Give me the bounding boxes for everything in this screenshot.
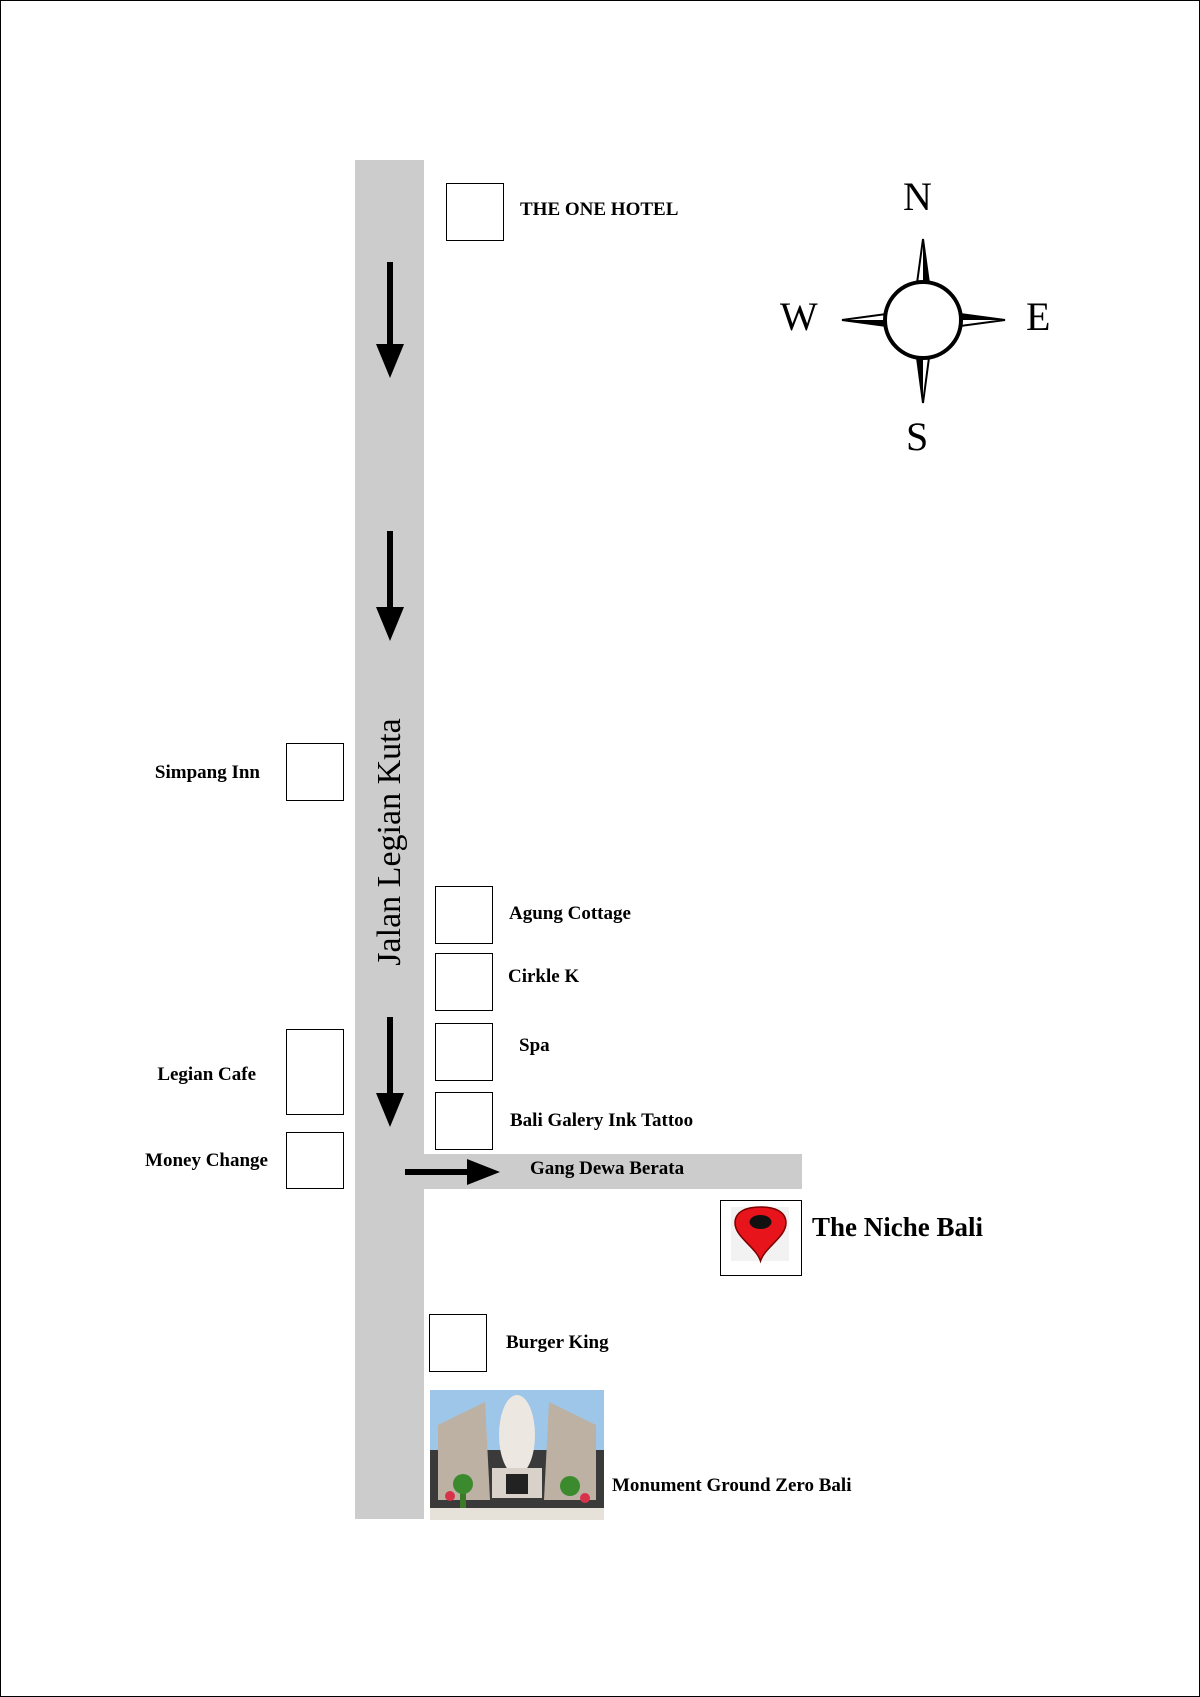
spa-marker: [435, 1023, 493, 1081]
monument-label: Monument Ground Zero Bali: [612, 1475, 852, 1496]
bali-galery-ink-tattoo-label: Bali Galery Ink Tattoo: [510, 1110, 694, 1131]
arrow-down-icon: [376, 262, 404, 378]
cirkle-k-label: Cirkle K: [508, 966, 580, 987]
compass-west-label: W: [780, 294, 818, 339]
bali-galery-ink-tattoo-marker: [435, 1092, 493, 1150]
burger-king-label: Burger King: [506, 1332, 609, 1353]
monument-photo: [430, 1390, 604, 1520]
compass-icon: [841, 238, 1006, 404]
agung-cottage-marker: [435, 886, 493, 944]
cirkle-k-marker: [435, 953, 493, 1011]
arrow-right-icon: [405, 1159, 500, 1185]
legian-cafe-marker: [286, 1029, 344, 1115]
compass-rose: N S E W: [770, 175, 1070, 475]
destination-label: The Niche Bali: [812, 1212, 984, 1242]
burger-king-marker: [429, 1314, 487, 1372]
agung-cottage-label: Agung Cottage: [509, 903, 631, 924]
main-road: [355, 160, 424, 1519]
the-one-hotel-marker: [446, 183, 504, 241]
compass-east-label: E: [1026, 294, 1051, 339]
main-road-label: Jalan Legian Kuta: [371, 718, 408, 966]
map-pin-icon: [731, 1206, 789, 1264]
compass-north-label: N: [903, 174, 932, 219]
side-road-label: Gang Dewa Berata: [530, 1158, 685, 1179]
destination-marker: [720, 1200, 802, 1276]
compass-south-label: S: [906, 414, 929, 459]
money-change-label: Money Change: [145, 1150, 268, 1171]
arrow-down-icon: [376, 1017, 404, 1127]
simpang-inn-marker: [286, 743, 344, 801]
legian-cafe-label: Legian Cafe: [157, 1064, 256, 1085]
spa-label: Spa: [519, 1035, 550, 1056]
money-change-marker: [286, 1132, 344, 1189]
simpang-inn-label: Simpang Inn: [154, 762, 260, 783]
arrow-down-icon: [376, 531, 404, 641]
the-one-hotel-label: THE ONE HOTEL: [520, 199, 679, 220]
